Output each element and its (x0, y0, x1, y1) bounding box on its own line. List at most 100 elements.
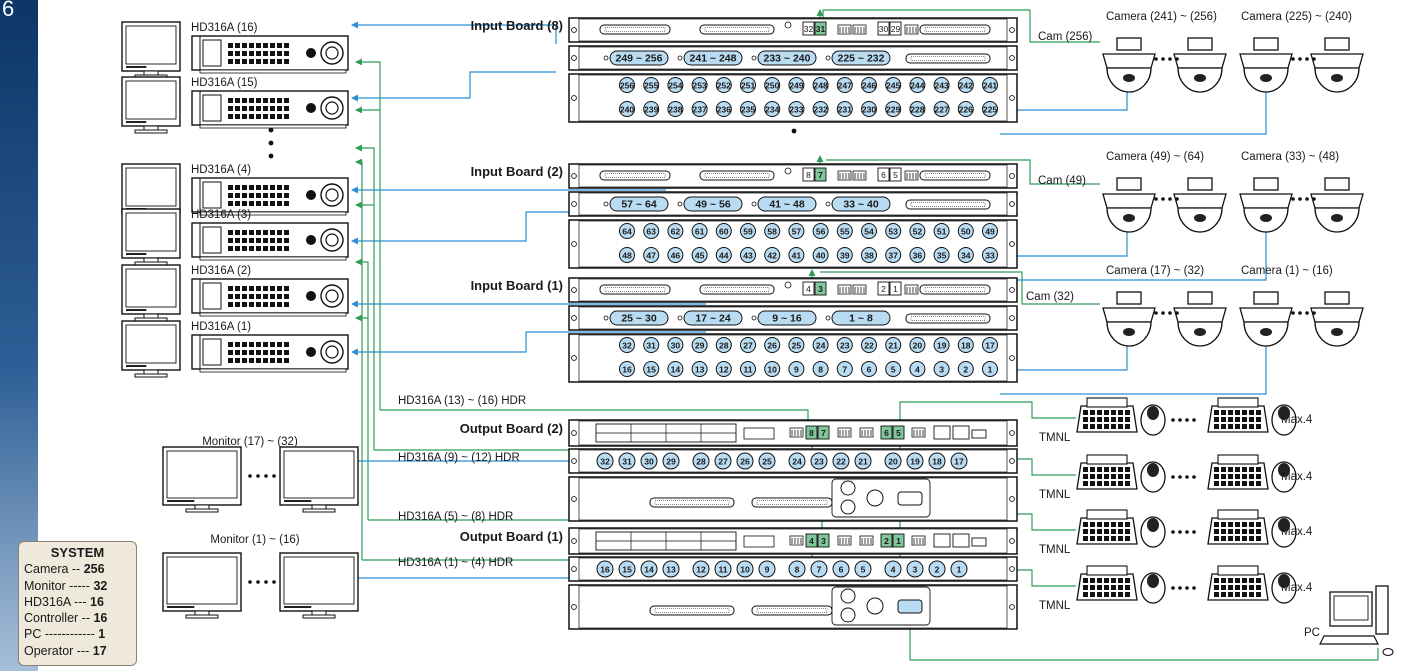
bnc-number: 1 (957, 565, 962, 575)
camera-collar (1173, 307, 1227, 323)
monitor-ellipsis-dot (264, 474, 268, 478)
controller-key (1242, 536, 1247, 541)
controller-key (1111, 474, 1116, 479)
dvr-drive-bay (202, 282, 222, 310)
bnc-body (909, 101, 926, 117)
controller-key (1097, 585, 1102, 590)
chassis-screw-right (1009, 566, 1015, 572)
controller-key (1097, 481, 1102, 486)
bnc-body (909, 77, 926, 93)
camera-input-bnc-49: 49 (982, 223, 998, 239)
dvr-jog-inner (325, 46, 339, 60)
bnc-body (640, 452, 658, 470)
dvr-key (284, 246, 289, 251)
controller-key (1242, 410, 1247, 415)
camera-ellipsis-dot (1168, 57, 1172, 61)
camera-lens (1331, 74, 1343, 82)
dvr-key (277, 302, 282, 307)
bnc-body (643, 247, 660, 263)
port-pill (683, 196, 743, 212)
bnc-number: 4 (915, 365, 920, 375)
bnc-body (957, 361, 974, 377)
controller-key (1242, 592, 1247, 597)
bnc-number: 43 (743, 251, 753, 261)
bnc-number: 13 (695, 365, 705, 375)
camera-feed-wire-1 (1000, 224, 1128, 257)
dvr-key (242, 201, 247, 206)
camera-input-bnc-22: 22 (861, 337, 877, 353)
chassis-screw-left (571, 95, 577, 101)
controller-max-label-3: Max.4 (1281, 582, 1313, 594)
port-screw (825, 201, 831, 207)
camera-ellipsis-dot (1175, 57, 1179, 61)
status-led (784, 167, 792, 175)
bnc-body (909, 361, 926, 377)
bnc-number: 33 (985, 251, 995, 261)
bnc-body (885, 337, 902, 353)
chassis-screw-left (571, 287, 577, 293)
bnc-body (736, 560, 754, 578)
camera-mount (1187, 37, 1213, 51)
bnc-number: 64 (622, 227, 632, 237)
monitor-ellipsis-dot (248, 580, 252, 584)
camera-ellipsis-dot (1291, 197, 1295, 201)
terminal-body (837, 535, 852, 546)
camera-input-bnc-13: 13 (691, 361, 708, 377)
dvr-key (277, 238, 282, 243)
dvr-unit-0 (191, 35, 349, 74)
bnc-number: 54 (864, 227, 874, 237)
monitor-output-bnc-27: 27 (714, 452, 732, 470)
bnc-body (788, 337, 805, 353)
dvr-foot (199, 368, 347, 373)
keyboard-controller-icon (1207, 397, 1297, 436)
bnc-body (714, 560, 732, 578)
controller-key (1235, 536, 1240, 541)
terminal-block (904, 170, 919, 181)
bnc-number: 7 (842, 365, 847, 375)
monitor-ellipsis-dot (264, 580, 268, 584)
monitor-output-bnc-30: 30 (640, 452, 658, 470)
bnc-number: 55 (840, 227, 850, 237)
camera-input-bnc-227: 227 (933, 101, 950, 117)
controller-key (1249, 578, 1254, 583)
dvr-key (242, 238, 247, 243)
monitor-output-bnc-28: 28 (692, 452, 710, 470)
camera-ellipsis-dot (1312, 311, 1316, 315)
camera-input-bnc-244: 244 (909, 77, 926, 93)
port-pill (757, 50, 817, 66)
lan-port (933, 533, 951, 548)
camera-input-bnc-238: 238 (667, 101, 684, 117)
controller-ellipsis-dot (1185, 475, 1189, 479)
bnc-number: 16 (600, 565, 610, 575)
terminal-block (904, 24, 919, 35)
terminal-body (837, 24, 852, 35)
port-screw (677, 315, 683, 321)
dsub-connector (649, 605, 735, 616)
controller-key (1235, 467, 1240, 472)
terminal-body (837, 427, 852, 438)
chassis-screw-left (571, 538, 577, 544)
camera-ellipsis-dot (1161, 57, 1165, 61)
pc-serial-wire (909, 613, 1379, 661)
terminal-block (837, 535, 852, 546)
bnc-number: 29 (666, 457, 676, 467)
bnc-body (596, 560, 614, 578)
camera-lens (1123, 74, 1135, 82)
bnc-number: 45 (695, 251, 705, 261)
bnc-number: 248 (813, 81, 828, 91)
bnc-number: 61 (695, 227, 705, 237)
dip-label: 3 (818, 284, 823, 294)
dvr-key (284, 286, 289, 291)
camera-lens (1331, 328, 1343, 336)
monitor-stand (311, 610, 327, 616)
controller-key (1221, 529, 1226, 534)
controller-ellipsis-dot (1185, 418, 1189, 422)
dvr-key (242, 246, 247, 251)
bnc-body (836, 337, 853, 353)
bnc-body (812, 101, 829, 117)
controller-key (1125, 529, 1130, 534)
cam-link-label-0: Cam (256) (1038, 31, 1092, 43)
camera-feed-wire-2 (1000, 338, 1128, 371)
port-pill (757, 196, 817, 212)
